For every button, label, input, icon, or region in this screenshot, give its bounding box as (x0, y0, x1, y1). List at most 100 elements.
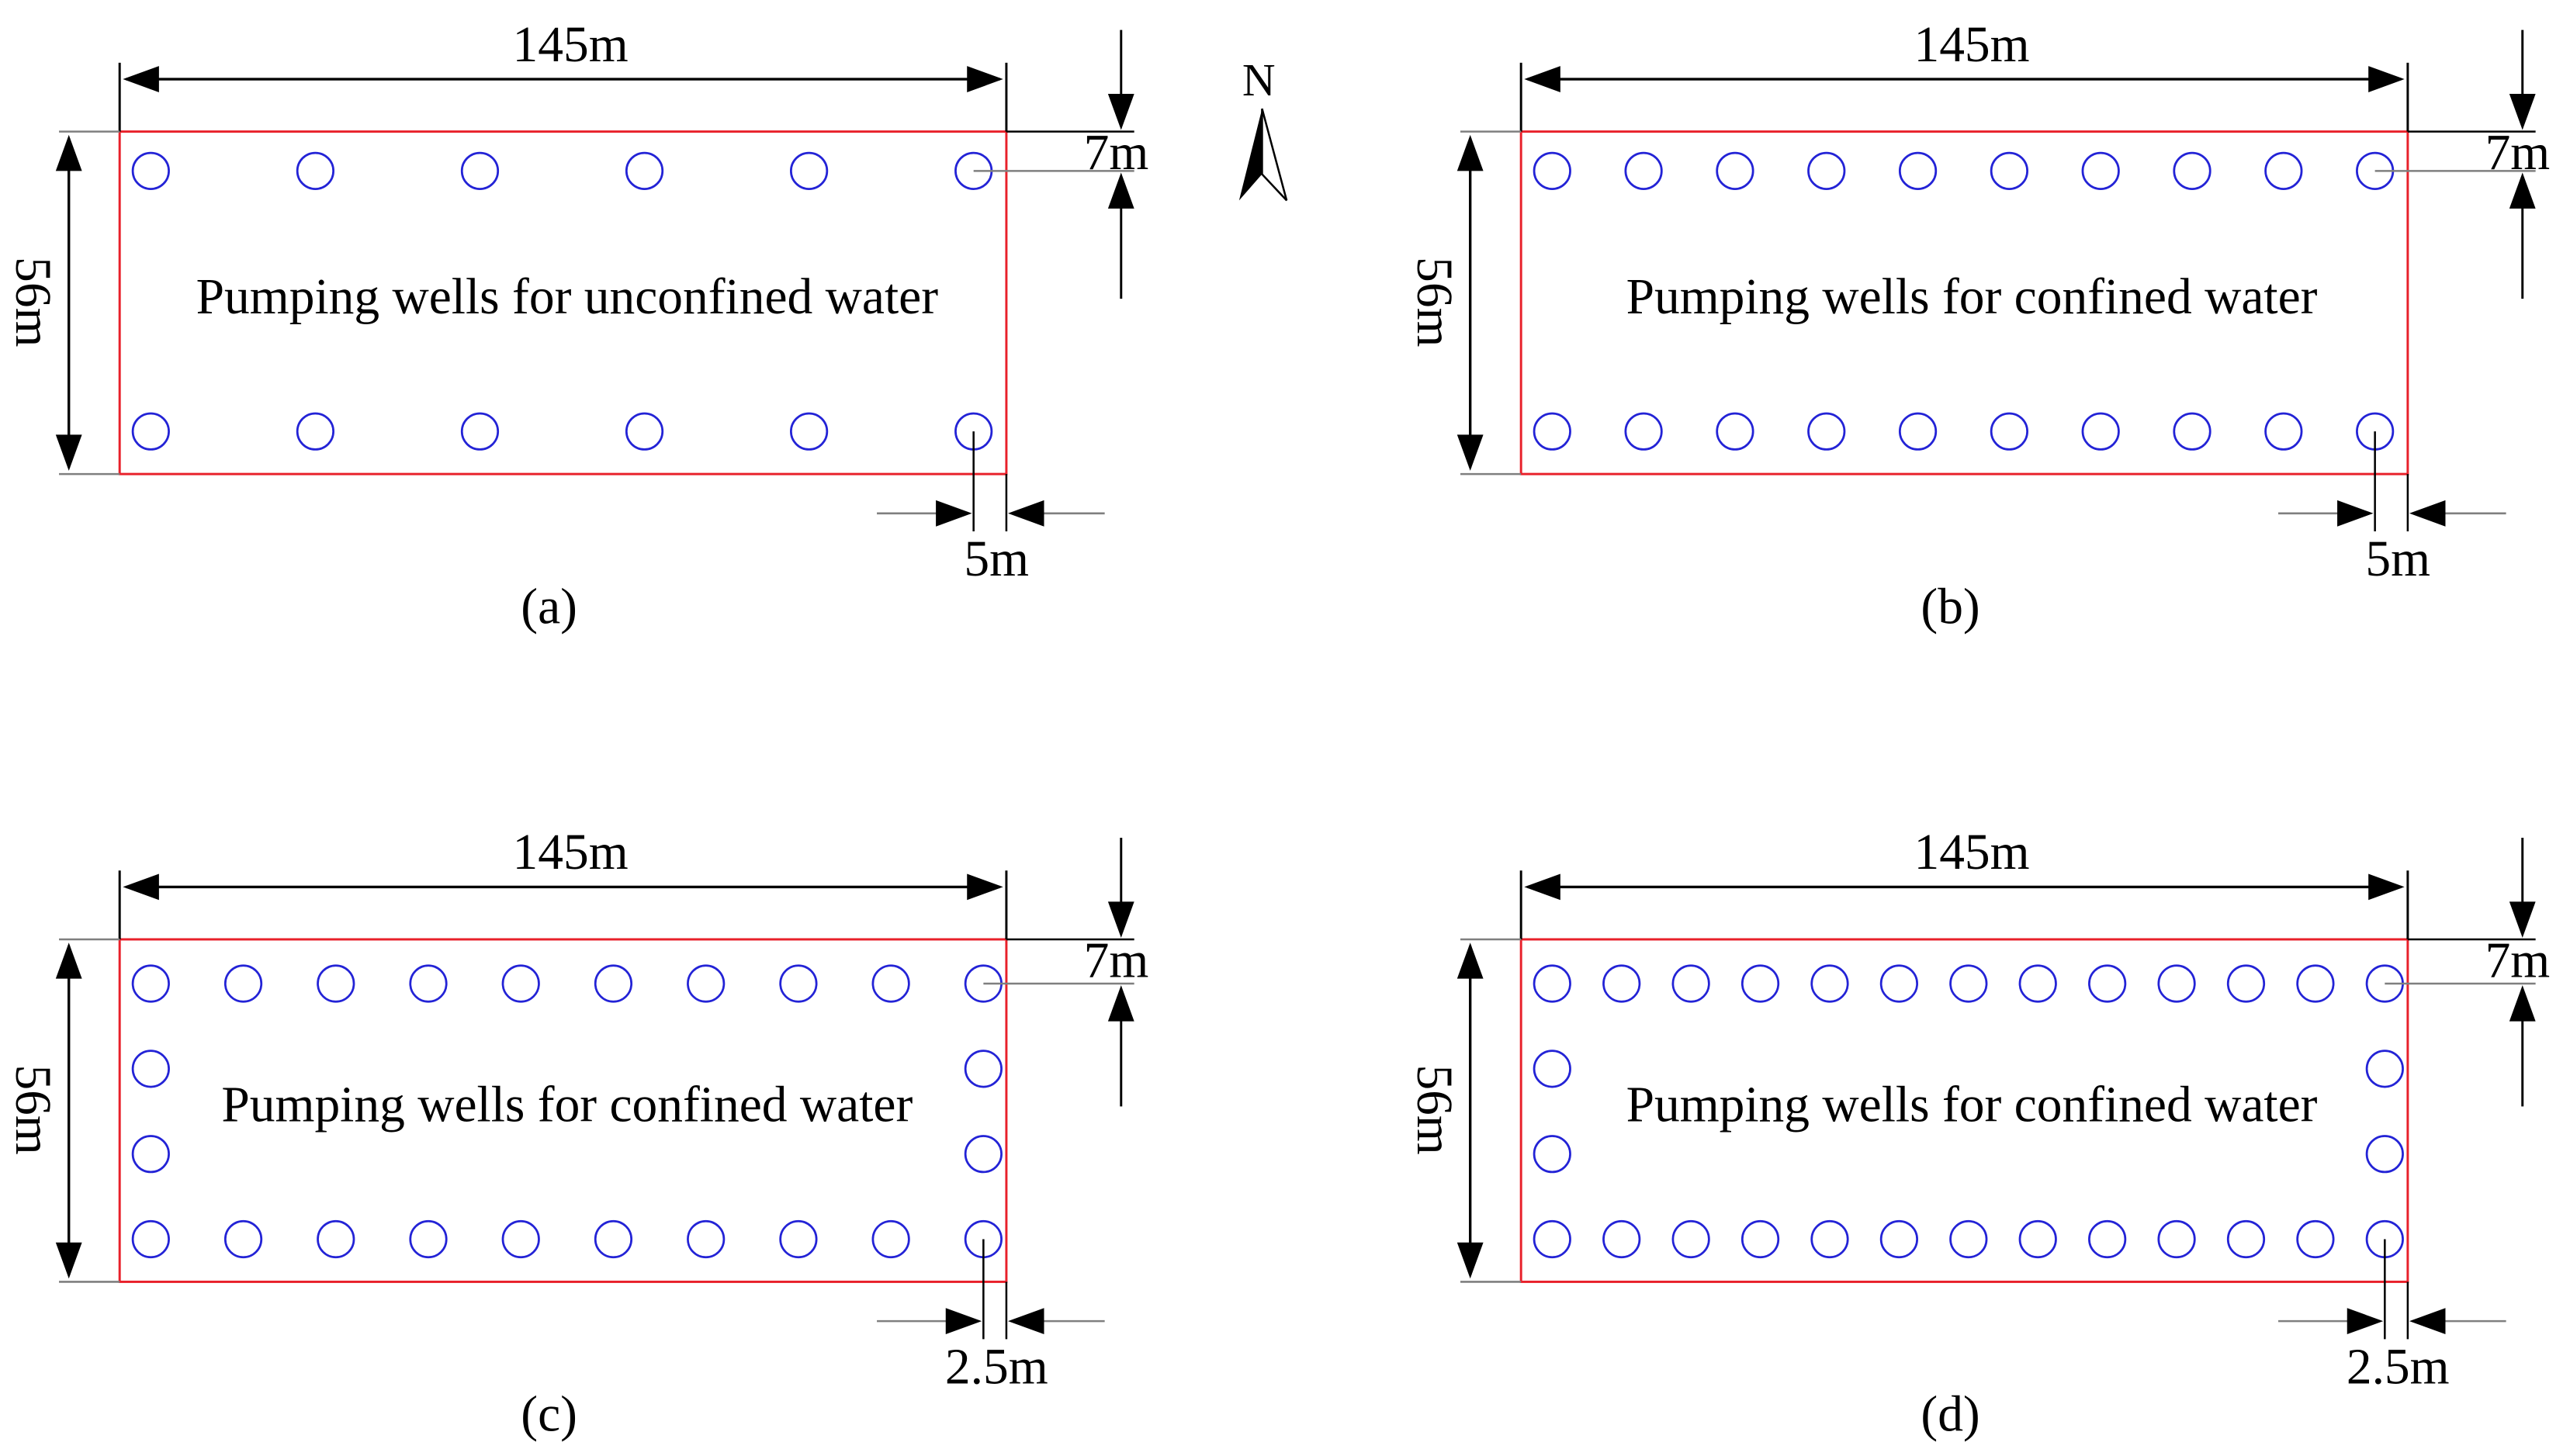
well-circle (1990, 151, 2028, 190)
north-arrow-icon (1238, 108, 1288, 202)
edge-offset-label: 5m (964, 531, 1029, 587)
region-label: Pumping wells for confined water (1626, 269, 2318, 325)
well-circle (2264, 151, 2303, 190)
width-label: 145m (512, 825, 628, 880)
arrow-icon (123, 873, 159, 901)
well-circle (1533, 1219, 1571, 1259)
arrow-icon (2368, 873, 2405, 901)
well-circle (2365, 1135, 2404, 1174)
arrow-icon (2409, 1308, 2446, 1335)
well-circle (687, 964, 726, 1003)
arrow-icon (1524, 66, 1560, 92)
region-label: Pumping wells for unconfined water (196, 269, 939, 325)
arrow-icon (1456, 1242, 1484, 1279)
north-label: N (1242, 54, 1276, 105)
arrow-icon (55, 1242, 82, 1279)
well-circle (131, 964, 170, 1003)
well-circle (1533, 412, 1571, 451)
well-circle (296, 412, 335, 451)
height-label: 56m (1406, 1064, 1462, 1154)
well-circle (2264, 412, 2303, 451)
well-circle (625, 412, 664, 451)
arrow-icon (55, 434, 82, 471)
panel-c: Pumping wells for confined water145m56m7… (5, 825, 1148, 1443)
well-circle (2296, 964, 2335, 1003)
arrow-icon (55, 942, 82, 979)
well-circle (2018, 1219, 2057, 1259)
well-circle (131, 1050, 170, 1088)
arrow-icon (2409, 500, 2446, 527)
arrow-icon (2337, 500, 2374, 527)
well-circle (2081, 151, 2120, 190)
panel-caption: (a) (521, 579, 577, 635)
well-circle (1533, 1050, 1571, 1088)
well-circle (1624, 151, 1663, 190)
well-circle (779, 964, 818, 1003)
panel-caption: (c) (521, 1387, 577, 1443)
well-circle (1949, 1219, 1988, 1259)
well-circle (789, 151, 829, 190)
panel-b: Pumping wells for confined water145m56m7… (1406, 17, 2550, 635)
panel-caption: (d) (1921, 1387, 1979, 1443)
arrow-icon (1456, 942, 1484, 979)
well-circle (1671, 964, 1710, 1003)
panel-a: Pumping wells for unconfined water 145m 56… (5, 17, 1148, 635)
width-label: 145m (512, 17, 628, 73)
well-circle (501, 964, 540, 1003)
well-circle (1716, 412, 1754, 451)
well-circle (1879, 964, 1918, 1003)
well-circle (1807, 151, 1846, 190)
well-circle (1898, 412, 1938, 451)
well-circle (409, 964, 448, 1003)
well-circle (1810, 964, 1849, 1003)
well-circle (131, 1219, 170, 1259)
arrow-icon (967, 66, 1003, 92)
arrow-icon (1107, 901, 1134, 938)
well-circle (871, 1219, 910, 1259)
well-circle (594, 964, 633, 1003)
edge-offset-label: 2.5m (2347, 1339, 2450, 1395)
arrow-icon (2368, 66, 2405, 92)
well-circle (1533, 1135, 1571, 1174)
well-circle (2365, 1050, 2404, 1088)
height-label: 56m (5, 257, 61, 347)
width-label: 145m (1914, 825, 2029, 880)
well-circle (1624, 412, 1663, 451)
well-circle (131, 151, 170, 190)
well-circle (1949, 964, 1988, 1003)
well-circle (1990, 412, 2028, 451)
well-circle (460, 151, 500, 190)
well-circle (2088, 1219, 2127, 1259)
region-label: Pumping wells for confined water (1626, 1077, 2318, 1133)
well-circle (2157, 1219, 2196, 1259)
well-circle (2173, 151, 2212, 190)
well-circle (1533, 151, 1571, 190)
row-offset-label: 7m (2485, 933, 2551, 989)
well-circle (1810, 1219, 1849, 1259)
well-circle (779, 1219, 818, 1259)
arrow-icon (1107, 94, 1134, 130)
well-circle (1807, 412, 1846, 451)
well-circle (1671, 1219, 1710, 1259)
arrow-icon (1524, 873, 1560, 901)
arrow-icon (1456, 134, 1484, 171)
well-circle (2173, 412, 2212, 451)
well-circle (223, 1219, 263, 1259)
well-circle (409, 1219, 448, 1259)
row-offset-label: 7m (2485, 125, 2551, 181)
well-circle (625, 151, 664, 190)
arrow-icon (1456, 434, 1484, 471)
north-arrow: N (1238, 54, 1288, 202)
well-circle (2296, 1219, 2335, 1259)
panel-d: Pumping wells for confined water 145m 56m 7… (1406, 825, 2550, 1443)
well-circle (460, 412, 500, 451)
well-circle (223, 964, 263, 1003)
excavation-boundary (118, 130, 1008, 476)
arrow-icon (2509, 94, 2536, 130)
arrow-icon (2509, 172, 2536, 209)
arrow-icon (1008, 1308, 1044, 1335)
well-circle (1898, 151, 1938, 190)
arrow-icon (123, 66, 159, 92)
edge-offset-label: 2.5m (945, 1339, 1048, 1395)
